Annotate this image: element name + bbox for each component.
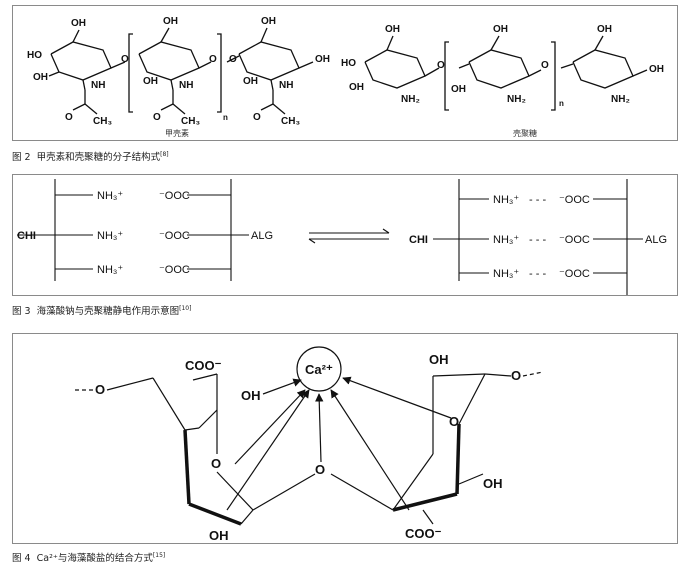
ooc-label: ⁻OOC: [159, 190, 190, 202]
figure-2-panel: OH HO OH NH O CH₃ O OH OH NH O CH₃ O n O…: [12, 5, 678, 141]
label-chitosan: 壳聚糖: [513, 128, 537, 138]
nh-label: NH: [179, 80, 193, 91]
calcium-ion-label: Ca²⁺: [305, 362, 333, 377]
figure-4-caption: 图 4 Ca²⁺与海藻酸盐的结合方式[15]: [12, 551, 166, 564]
nh2-label: NH₂: [507, 94, 526, 105]
alg-label: ALG: [251, 230, 273, 242]
nh-label: NH: [91, 80, 105, 91]
o-label: O: [95, 382, 105, 397]
dashes-label: - - -: [529, 234, 546, 246]
ooc-label: ⁻OOC: [559, 268, 590, 280]
ooc-label: ⁻OOC: [159, 230, 190, 242]
nh3-label: NH₃⁺: [97, 264, 123, 276]
ch3-label: CH₃: [281, 116, 300, 127]
oh-label: OH: [143, 76, 158, 87]
alg-label: ALG: [645, 234, 667, 246]
figure-3-caption: 图 3 海藻酸钠与壳聚糖静电作用示意图[10]: [12, 304, 192, 317]
figure-3-panel: CHI NH₃⁺ NH₃⁺ NH₃⁺ ⁻OOC ⁻OOC ⁻OOC ALG CH…: [12, 174, 678, 296]
dashes-label: - - -: [529, 194, 546, 206]
chi-label: CHI: [409, 234, 428, 246]
oh-label: OH: [315, 54, 330, 65]
o-label: O: [229, 54, 237, 65]
oh-label: OH: [261, 16, 276, 27]
ch3-label: CH₃: [93, 116, 112, 127]
calcium-alginate-binding-diagram: Ca²⁺ COO⁻ OH O O O OH OH O O OH COO⁻: [75, 346, 544, 543]
oh-label: OH: [349, 82, 364, 93]
label-chitin: 甲壳素: [165, 128, 189, 138]
o-label: O: [121, 54, 129, 65]
subscript-n: n: [559, 99, 564, 108]
subscript-n: n: [223, 113, 228, 122]
oh-label: OH: [209, 528, 229, 543]
nh2-label: NH₂: [611, 94, 630, 105]
o-label: O: [209, 54, 217, 65]
o-label: O: [211, 456, 221, 471]
dashes-label: - - -: [529, 268, 546, 280]
nh-label: NH: [279, 80, 293, 91]
ho-label: HO: [27, 50, 42, 61]
o-label: O: [315, 462, 325, 477]
nh3-label: NH₃⁺: [97, 230, 123, 242]
oh-label: OH: [385, 24, 400, 35]
coo-label: COO⁻: [405, 526, 442, 541]
nh3-label: NH₃⁺: [97, 190, 123, 202]
ooc-label: ⁻OOC: [559, 194, 590, 206]
ooc-label: ⁻OOC: [159, 264, 190, 276]
o-label: O: [65, 112, 73, 123]
oh-label: OH: [649, 64, 664, 75]
oh-label: OH: [241, 388, 261, 403]
oh-label: OH: [163, 16, 178, 27]
ooc-label: ⁻OOC: [559, 234, 590, 246]
figure-4-panel: Ca²⁺ COO⁻ OH O O O OH OH O O OH COO⁻: [12, 333, 678, 544]
o-label: O: [253, 112, 261, 123]
figure-2-caption: 图 2 甲壳素和壳聚糖的分子结构式[8]: [12, 150, 169, 163]
o-label: O: [153, 112, 161, 123]
o-label: O: [541, 60, 549, 71]
nh3-label: NH₃⁺: [493, 268, 519, 280]
oh-label: OH: [451, 84, 466, 95]
ho-label: HO: [341, 58, 356, 69]
o-label: O: [437, 60, 445, 71]
ch3-label: CH₃: [181, 116, 200, 127]
oh-label: OH: [33, 72, 48, 83]
nh3-label: NH₃⁺: [493, 234, 519, 246]
o-label: O: [449, 414, 459, 429]
electrostatic-interaction-diagram: CHI NH₃⁺ NH₃⁺ NH₃⁺ ⁻OOC ⁻OOC ⁻OOC ALG CH…: [17, 179, 667, 295]
oh-label: OH: [493, 24, 508, 35]
chi-label: CHI: [17, 230, 36, 242]
chitin-chitosan-structure-diagram: OH HO OH NH O CH₃ O OH OH NH O CH₃ O n O…: [27, 16, 664, 138]
oh-label: OH: [429, 352, 449, 367]
oh-label: OH: [483, 476, 503, 491]
oh-label: OH: [597, 24, 612, 35]
oh-label: OH: [243, 76, 258, 87]
oh-label: OH: [71, 18, 86, 29]
o-label: O: [511, 368, 521, 383]
nh2-label: NH₂: [401, 94, 420, 105]
nh3-label: NH₃⁺: [493, 194, 519, 206]
coo-label: COO⁻: [185, 358, 222, 373]
